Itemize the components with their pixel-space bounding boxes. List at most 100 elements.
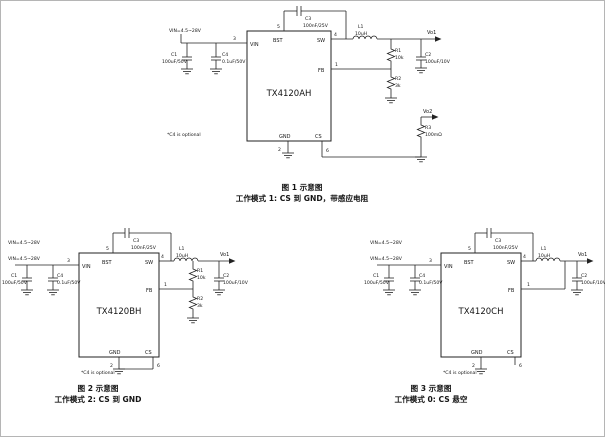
- fig1-c4-optional-note: *C4 is optional: [167, 132, 201, 138]
- fig1-chip-name: TX4120AH: [266, 89, 312, 99]
- fig3-vout1-label: Vo1: [578, 252, 587, 258]
- fig2-c2-name: C2: [223, 273, 229, 279]
- fig3-pin-cs-label: CS: [507, 350, 514, 356]
- fig2-vin-label: VIN=4.5~28V: [8, 256, 41, 262]
- fig3-pin-vin-label: VIN: [444, 264, 453, 270]
- fig1-vout2-arrow-icon: [432, 114, 439, 120]
- fig1-r1-value: 10k: [395, 55, 404, 61]
- fig1-wires: [180, 6, 435, 158]
- fig2-r1-value: 10k: [197, 275, 206, 281]
- fig3-pin6-number: 6: [519, 363, 522, 369]
- fig1-r2-value: 3k: [395, 83, 401, 89]
- fig2-pin-bst-label: BST: [102, 260, 113, 266]
- fig1-pin-gnd-label: GND: [279, 134, 291, 140]
- fig3-pin4-number: 4: [523, 254, 526, 260]
- fig1-vin-label: VIN=4.5~28V: [169, 28, 202, 34]
- fig2-vout1-arrow-icon: [229, 258, 236, 264]
- fig2-ic-outline: [78, 252, 160, 358]
- fig2-chip-name: TX4120BH: [96, 307, 142, 317]
- fig3-c4-name: C4: [419, 273, 425, 279]
- fig1-r1-name: R1: [395, 48, 401, 54]
- fig1-c3-value: 100nF/25V: [303, 23, 329, 29]
- fig2-c3-name: C3: [133, 238, 139, 244]
- fig1-r3-name: R3: [425, 125, 431, 131]
- fig2-ground-icon: [212, 289, 226, 296]
- fig2-c2-value: 100uF/10V: [223, 280, 249, 286]
- fig2-wires: [15, 228, 229, 370]
- fig2-c4-optional-note: *C4 is optional: [81, 370, 115, 376]
- fig3-c1-name: C1: [373, 273, 379, 279]
- fig1-c2-value: 100uF/10V: [425, 59, 451, 65]
- fig1-ground-icon: [414, 67, 428, 74]
- fig2-pin-fb-label: FB: [146, 288, 153, 294]
- fig3-ground-icon: [382, 289, 396, 296]
- fig1-pin-bst-label: BST: [273, 38, 284, 44]
- fig1-pin3-number: 3: [233, 36, 236, 42]
- fig1-ground-icon: [384, 97, 398, 104]
- fig3-pin3-number: 3: [429, 258, 432, 264]
- fig3-c4-value: 0.1uF/50V: [419, 280, 443, 286]
- fig2-r2-value: 3k: [197, 303, 203, 309]
- fig1-c3-name: C3: [305, 16, 311, 22]
- fig1-pin-cs-label: CS: [315, 134, 322, 140]
- fig2-ground-icon: [20, 289, 34, 296]
- fig3-vin-label: VIN=4.5~28V: [370, 256, 403, 262]
- fig2-ground-icon: [46, 289, 60, 296]
- fig3-schematic: VIN=4.5~28V VIN=4.5~28V C1 100uF/50V C4 …: [364, 228, 605, 404]
- fig3-pin1-number: 1: [527, 282, 530, 288]
- fig2-l1-name: L1: [179, 246, 185, 252]
- fig1-pin-fb-label: FB: [318, 68, 325, 74]
- fig3-pin-fb-label: FB: [508, 288, 515, 294]
- fig2-pin5-number: 5: [106, 246, 109, 252]
- fig3-c1-value: 100uF/50V: [364, 280, 390, 286]
- fig2-c4-name: C4: [57, 273, 63, 279]
- fig1-c2-name: C2: [425, 52, 431, 58]
- fig2-pin-cs-label: CS: [145, 350, 152, 356]
- fig2-pin6-number: 6: [157, 363, 160, 369]
- fig1-r3-resistor-icon: [416, 122, 426, 140]
- fig2-c1-name: C1: [11, 273, 17, 279]
- fig1-l1-name: L1: [358, 24, 364, 30]
- fig1-caption-mode: 工作模式 1: CS 到 GND，带感应电阻: [236, 193, 369, 203]
- fig1-ic-outline: [246, 30, 332, 142]
- fig3-c3-value: 100nF/25V: [493, 245, 519, 251]
- fig1-ground-icon: [180, 68, 194, 75]
- fig3-c2-name: C2: [581, 273, 587, 279]
- fig2-pin-sw-label: SW: [145, 260, 153, 266]
- fig2-vin-label-top: VIN=4.5~28V: [8, 240, 41, 246]
- fig1-caption-title: 图 1 示意图: [282, 182, 323, 192]
- fig1-vout1-label: Vo1: [427, 30, 436, 36]
- fig2-caption-title: 图 2 示意图: [78, 383, 119, 393]
- fig1-vout1-arrow-icon: [435, 36, 442, 42]
- fig2-pin1-number: 1: [164, 282, 167, 288]
- fig1-pin-sw-label: SW: [317, 38, 325, 44]
- fig2-ground-icon: [186, 317, 200, 324]
- fig3-pin2-number: 2: [472, 363, 475, 369]
- fig2-r1-resistor-icon: [188, 266, 198, 284]
- fig3-ic-outline: [440, 252, 522, 358]
- fig1-ground-icon: [414, 156, 428, 163]
- fig3-c2-value: 100uF/10V: [581, 280, 605, 286]
- fig3-wires: [377, 228, 587, 369]
- fig1-r2-name: R2: [395, 76, 401, 82]
- fig2-pin4-number: 4: [161, 254, 164, 260]
- fig2-r2-resistor-icon: [188, 294, 198, 312]
- fig1-pin5-number: 5: [277, 24, 280, 30]
- fig3-vin-label-top: VIN=4.5~28V: [370, 240, 403, 246]
- fig3-vout1-arrow-icon: [587, 258, 594, 264]
- fig3-caption-title: 图 3 示意图: [411, 383, 452, 393]
- fig2-vout1-label: Vo1: [220, 252, 229, 258]
- fig2-ground-icon: [112, 368, 126, 375]
- fig3-ground-icon: [570, 289, 584, 296]
- fig3-l1-value: 10uH: [538, 253, 550, 259]
- fig3-ground-icon: [474, 368, 488, 375]
- fig3-c3-name: C3: [495, 238, 501, 244]
- fig3-pin-sw-label: SW: [507, 260, 515, 266]
- fig1-pin-vin-label: VIN: [250, 42, 259, 48]
- fig2-pin-vin-label: VIN: [82, 264, 91, 270]
- fig1-c1-name: C1: [171, 52, 177, 58]
- fig1-vout2-label: Vo2: [423, 109, 432, 115]
- fig1-pin2-number: 2: [278, 147, 281, 153]
